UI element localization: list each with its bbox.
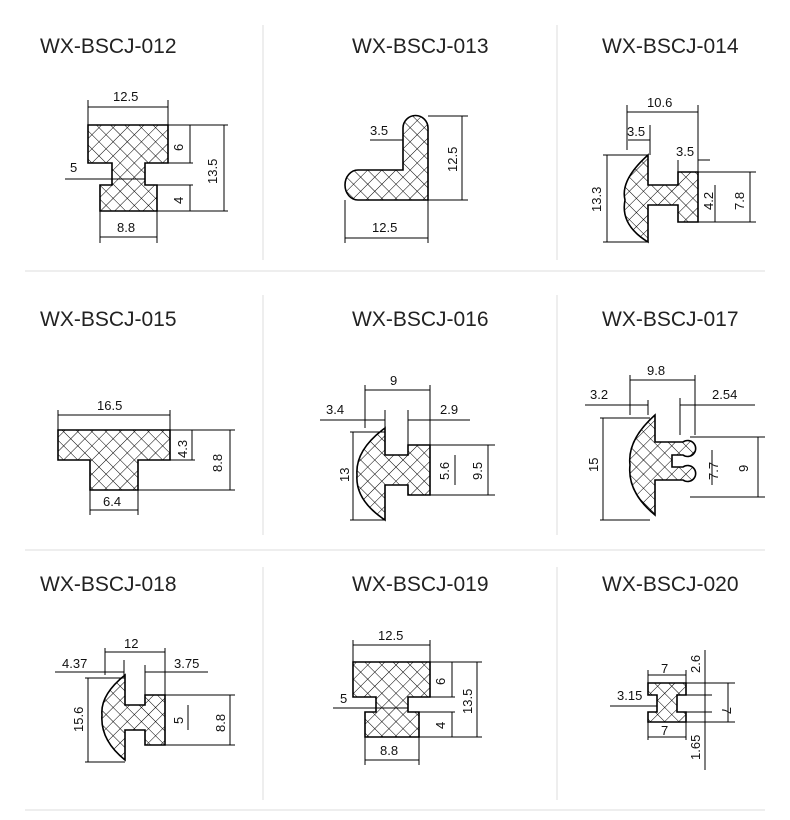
- dim-label: 3.2: [590, 387, 608, 402]
- dim-label: 1.65: [688, 735, 703, 760]
- profile-title: WX-BSCJ-014: [602, 35, 739, 58]
- dim-label: 12.5: [372, 220, 397, 235]
- dim-label: 5: [340, 691, 347, 706]
- dim-label: 3.4: [326, 402, 344, 417]
- dim-label: 2.9: [440, 402, 458, 417]
- profile-title: WX-BSCJ-016: [352, 308, 489, 331]
- dim-label: 2.54: [712, 387, 737, 402]
- profile-cell-013: WX-BSCJ-013 3.5 12.5 12.5: [344, 35, 489, 243]
- dim-label: 3.15: [617, 688, 642, 703]
- dim-label: 7.8: [732, 192, 747, 210]
- profile-title: WX-BSCJ-015: [40, 308, 177, 331]
- dim-label: 12: [124, 636, 138, 651]
- dim-label: 2.6: [688, 655, 703, 673]
- profile-title: WX-BSCJ-012: [40, 35, 177, 58]
- dim-label: 12.5: [445, 147, 460, 172]
- dim-label: 7: [719, 707, 734, 714]
- dim-label: 8.8: [210, 454, 225, 472]
- dim-label: 3.75: [174, 656, 199, 671]
- dim-label: 6: [171, 144, 186, 151]
- profile-title: WX-BSCJ-020: [602, 573, 739, 596]
- dim-label: 9.8: [647, 363, 665, 378]
- dim-label: 3.5: [676, 144, 694, 159]
- profile-cell-017: WX-BSCJ-017 9.8 3.2 2.54 15 7.7 9: [585, 308, 765, 521]
- dim-label: 12.5: [378, 628, 403, 643]
- profile-title: WX-BSCJ-013: [352, 35, 489, 58]
- dim-label: 16.5: [97, 398, 122, 413]
- dim-label: 5.6: [437, 462, 452, 480]
- dim-label: 12.5: [113, 89, 138, 104]
- profile-title: WX-BSCJ-017: [602, 308, 739, 331]
- dim-label: 5: [70, 160, 77, 175]
- dim-label: 15.6: [71, 707, 86, 732]
- profile-title: WX-BSCJ-018: [40, 573, 177, 596]
- dim-label: 6: [433, 678, 448, 685]
- dim-label: 6.4: [103, 494, 121, 509]
- profile-cell-019: WX-BSCJ-019 12.5 6 13.5 5 4 8.8: [333, 573, 489, 765]
- dim-label: 7: [661, 661, 668, 676]
- dim-label: 4.37: [62, 656, 87, 671]
- dim-label: 13.5: [205, 159, 220, 184]
- dim-label: 13.3: [589, 187, 604, 212]
- profile-title: WX-BSCJ-019: [352, 573, 489, 596]
- dim-label: 13: [337, 468, 352, 482]
- profile-cell-012: WX-BSCJ-012 12.5 6 13.5 5 4 8.8: [40, 35, 228, 243]
- dim-label: 9.5: [470, 462, 485, 480]
- dim-label: 4: [433, 722, 448, 729]
- dim-label: 3.5: [370, 123, 388, 138]
- dim-label: 13.5: [460, 689, 475, 714]
- dim-label: 3.5: [627, 124, 645, 139]
- dim-label: 8.8: [380, 743, 398, 758]
- profile-cell-014: WX-BSCJ-014 10.6 3.5 3.5 13.3 4.2 7.8: [589, 35, 756, 244]
- dim-label: 7.7: [706, 462, 721, 480]
- profile-cell-015: WX-BSCJ-015 16.5 4.3 8.8 6.4: [40, 308, 235, 515]
- dim-label: 10.6: [647, 95, 672, 110]
- dim-label: 9: [390, 373, 397, 388]
- profile-cell-016: WX-BSCJ-016 9 3.4 2.9 13 5.6 9.5: [320, 308, 495, 522]
- dim-label: 4: [171, 197, 186, 204]
- dim-label: 9: [736, 465, 751, 472]
- profile-cell-020: WX-BSCJ-020 7 2.6 3.15 7 7 1.65: [602, 573, 739, 770]
- dim-label: 15: [586, 458, 601, 472]
- dim-label: 8.8: [213, 714, 228, 732]
- dim-label: 8.8: [117, 220, 135, 235]
- grid-dividers: [25, 25, 765, 811]
- profile-cell-018: WX-BSCJ-018 12 4.37 3.75 15.6 5 8.8: [40, 573, 235, 763]
- dim-label: 4.2: [701, 192, 716, 210]
- dim-label: 4.3: [175, 440, 190, 458]
- dim-label: 7: [661, 723, 668, 738]
- dim-label: 5: [171, 717, 186, 724]
